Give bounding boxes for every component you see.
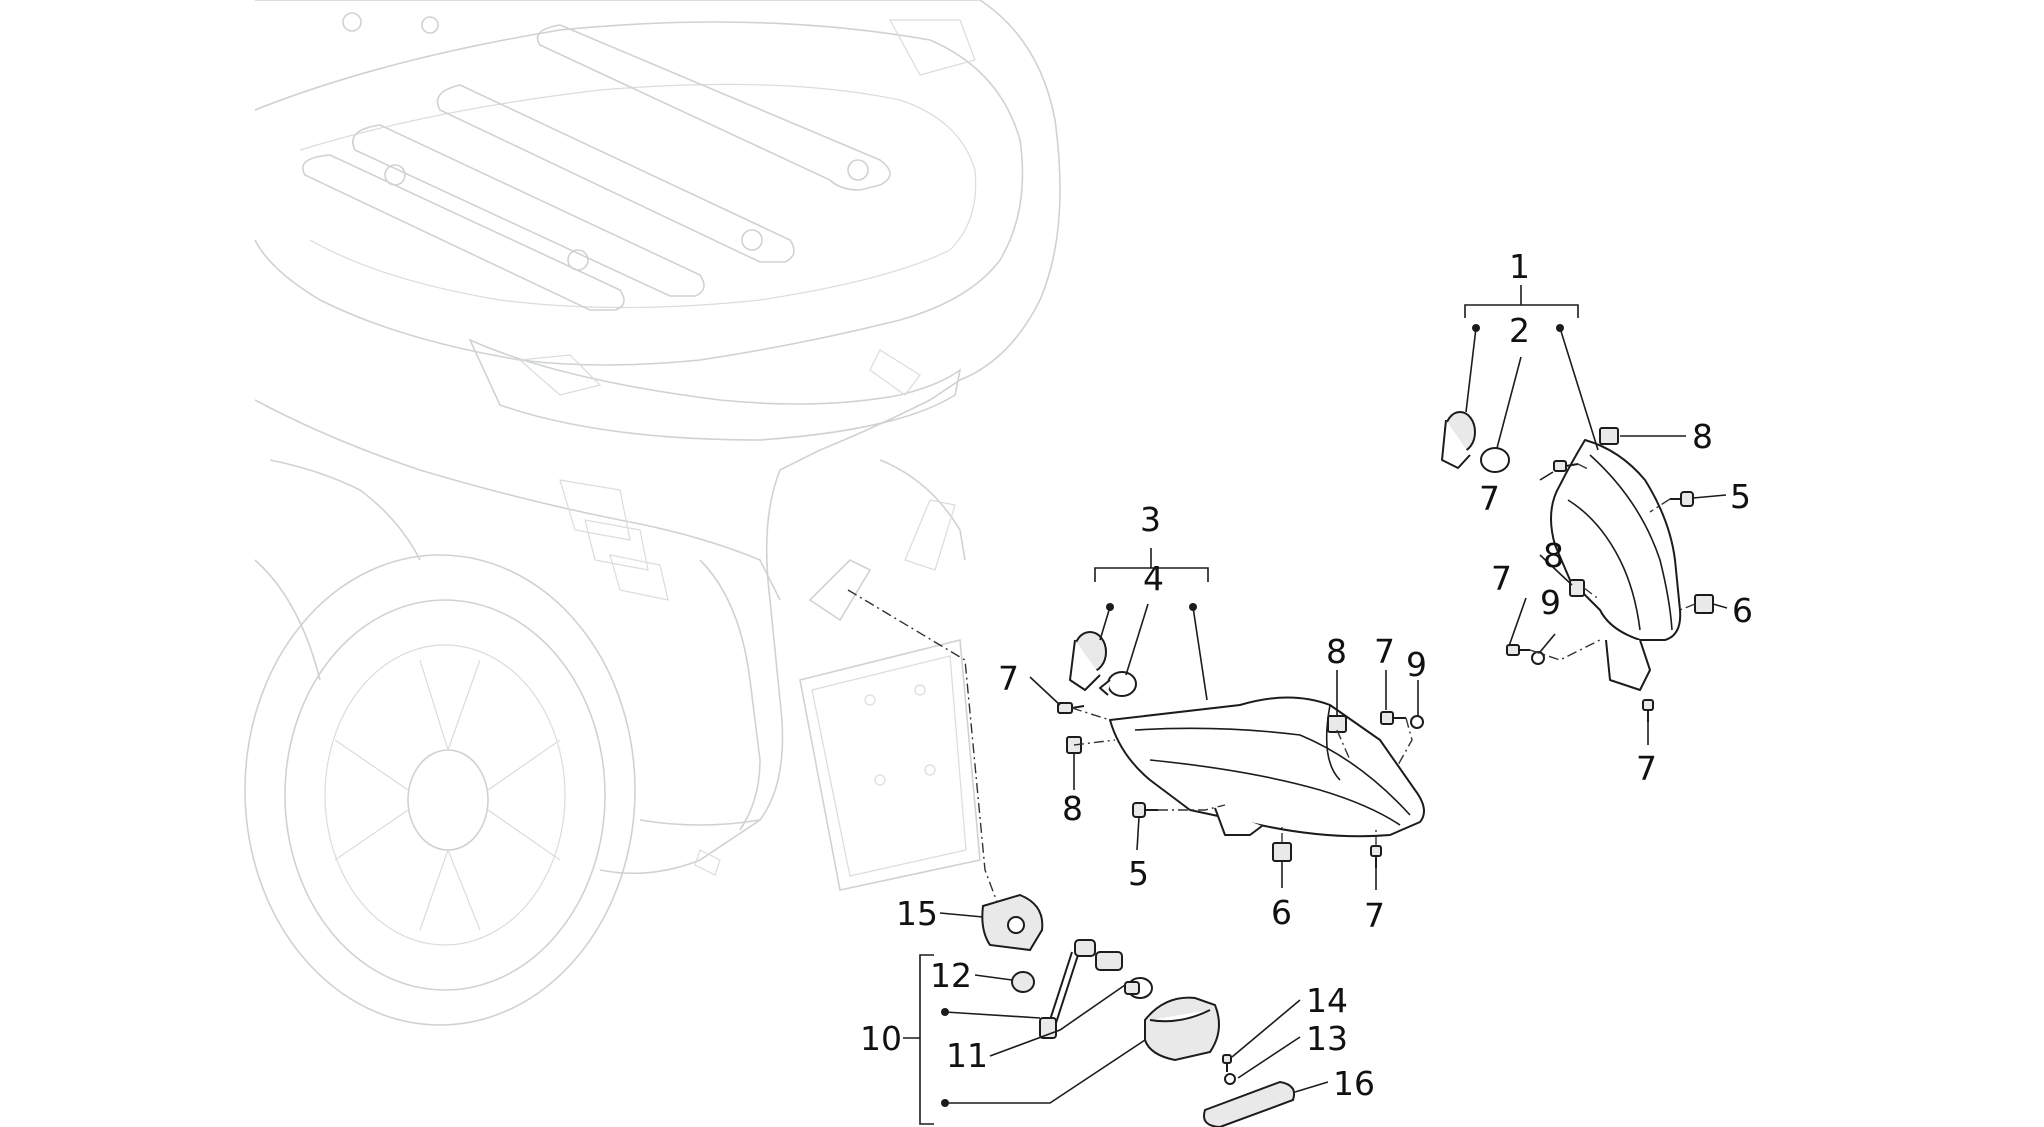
left-clip-8-upper: [1327, 715, 1347, 733]
plate-light-assembly: [847, 589, 1329, 1127]
callout-8-left-lower: 8: [1062, 789, 1083, 828]
callout-7-left-bottom: 7: [1364, 896, 1385, 935]
plate-light-cable-11: [1039, 939, 1123, 1039]
leader-14: [1231, 999, 1301, 1058]
right-grommet-5: [1670, 491, 1694, 507]
leader-2: [1496, 356, 1522, 449]
right-screw-7-top: [1553, 460, 1579, 472]
left-screw-7-bottom: [1370, 845, 1382, 868]
callout-8-right-top: 8: [1692, 417, 1713, 456]
callout-14: 14: [1306, 981, 1348, 1020]
leaders: [1029, 435, 1728, 890]
right-washer-9: [1531, 651, 1545, 665]
right-clip-8-top: [1599, 427, 1619, 445]
leader-15: [939, 912, 984, 918]
left-screw-7-top: [1057, 702, 1085, 714]
plate-light-lens-16: [1203, 1080, 1296, 1127]
plate-light-housing: [1144, 996, 1220, 1062]
leader-11: [989, 984, 1126, 1057]
callout-7-right-top: 7: [1479, 479, 1500, 518]
callout-10: 10: [860, 1019, 902, 1058]
callout-7-right-left: 7: [1491, 559, 1512, 598]
callout-3: 3: [1140, 500, 1161, 539]
left-indicator-lens: [1109, 696, 1425, 838]
right-screw-7-left: [1506, 644, 1530, 656]
callout-16: 16: [1333, 1064, 1375, 1103]
callout-7-left-top: 7: [998, 659, 1019, 698]
callout-6-left: 6: [1271, 893, 1292, 932]
callout-8-left-upper: 8: [1326, 632, 1347, 671]
callout-labels: 1 2 3 4 5 5 6 6 7 7 7 7 7 7 8 8 8 8 9 9 …: [860, 247, 1753, 1103]
bracket-10: [919, 954, 934, 1125]
callout-12: 12: [930, 956, 972, 995]
right-indicator-assembly: [1441, 285, 1714, 722]
callout-9-left: 9: [1406, 645, 1427, 684]
vehicle-rear-ghost: [244, 0, 1061, 1026]
callout-8-right-middle: 8: [1543, 536, 1564, 575]
plate-light-washer-13: [1224, 1073, 1236, 1085]
left-grommet-5: [1132, 802, 1158, 818]
leader-16: [1294, 1081, 1329, 1093]
right-bulb-socket: [1441, 411, 1476, 469]
right-screw-7-bottom: [1642, 699, 1654, 722]
callout-4: 4: [1143, 559, 1164, 598]
leader-13: [1237, 1036, 1301, 1079]
plate-light-grommet-12: [1011, 971, 1035, 993]
callout-5-right: 5: [1730, 477, 1751, 516]
callout-5-left: 5: [1128, 854, 1149, 893]
left-bulb-socket: [1069, 631, 1107, 691]
callout-1: 1: [1509, 247, 1530, 286]
callout-6-right: 6: [1732, 591, 1753, 630]
callout-9-right: 9: [1540, 583, 1561, 622]
leader-12: [974, 974, 1013, 981]
right-clip-6: [1694, 594, 1714, 614]
plate-light-bulb: [1124, 977, 1153, 999]
callout-2: 2: [1509, 311, 1530, 350]
callout-7-left-right: 7: [1374, 632, 1395, 671]
callout-15: 15: [896, 894, 938, 933]
right-bulb: [1480, 447, 1510, 473]
callout-13: 13: [1306, 1019, 1348, 1058]
leader-4: [1125, 603, 1149, 676]
right-clip-8-middle: [1569, 579, 1585, 597]
left-clip-6: [1272, 842, 1292, 862]
plate-light-screw-14: [1222, 1054, 1232, 1072]
left-indicator-assembly: [1057, 548, 1425, 868]
plate-light-bracket-15: [981, 893, 1044, 952]
left-bulb: [1099, 671, 1137, 697]
right-indicator-lens: [1550, 439, 1682, 641]
callout-7-right-bottom: 7: [1636, 749, 1657, 788]
callout-11: 11: [946, 1036, 988, 1075]
left-washer-9: [1410, 715, 1424, 729]
leader-3-dot-right: [1192, 606, 1208, 701]
left-screw-7-right: [1380, 711, 1406, 725]
